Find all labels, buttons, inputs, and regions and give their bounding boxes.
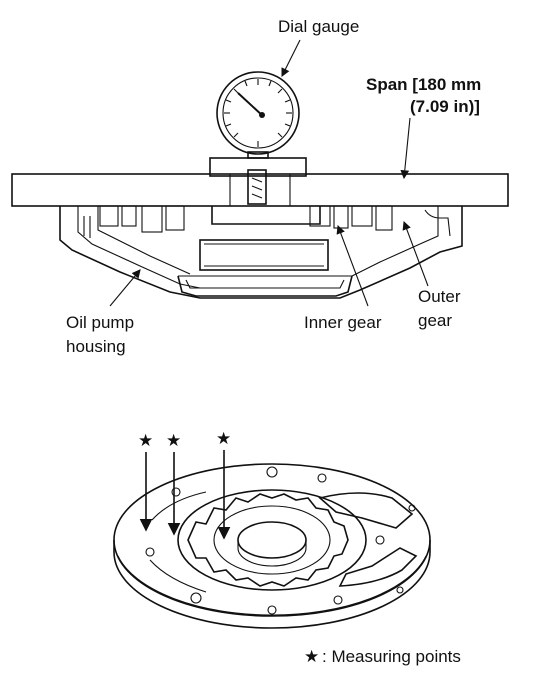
label-oil-pump-line2: housing (66, 337, 126, 356)
star-mark-2: ★ (166, 431, 181, 450)
label-span-line2: (7.09 in)] (410, 97, 480, 116)
star-mark-1: ★ (138, 431, 153, 450)
legend-text: : Measuring points (322, 647, 461, 666)
label-dial-gauge: Dial gauge (278, 17, 359, 36)
label-outer-line1: Outer (418, 287, 461, 306)
label-oil-pump-line1: Oil pump (66, 313, 134, 332)
label-inner-gear: Inner gear (304, 313, 382, 332)
legend: ★ : Measuring points (304, 647, 461, 666)
dial-gauge (209, 71, 307, 205)
measuring-points: ★ ★ ★ (138, 429, 231, 540)
span-bar (11, 173, 509, 207)
pump-housing-section (59, 205, 463, 299)
pump-perspective (113, 463, 431, 629)
label-span-line1: Span [180 mm (366, 75, 481, 94)
label-outer-line2: gear (418, 311, 452, 330)
legend-star: ★ (304, 647, 319, 666)
star-mark-3: ★ (216, 429, 231, 448)
